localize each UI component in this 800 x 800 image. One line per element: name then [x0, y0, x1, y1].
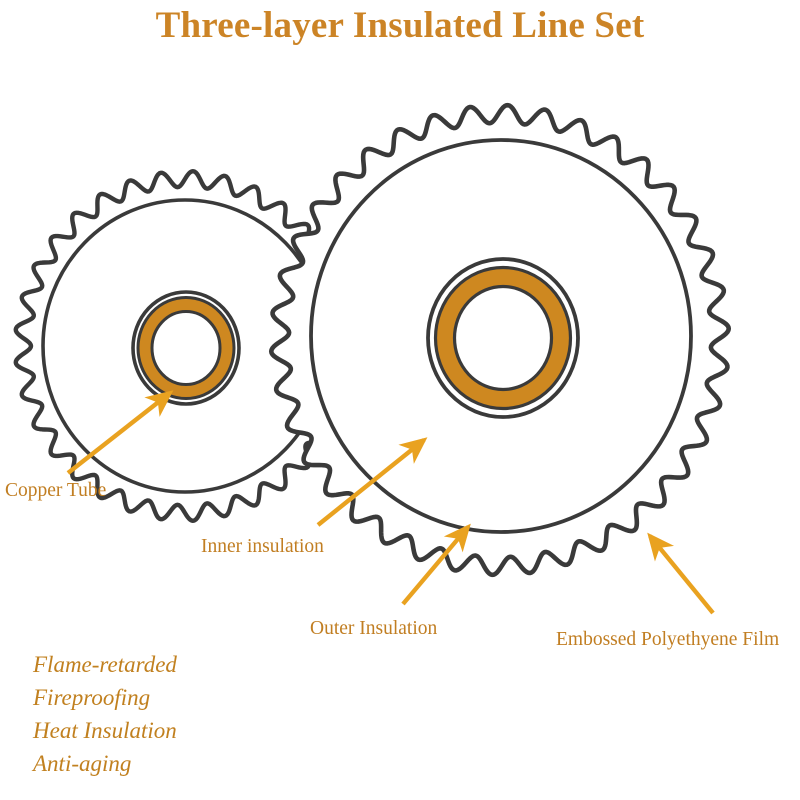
- feature-list: Flame-retarded Fireproofing Heat Insulat…: [33, 648, 333, 780]
- copper-tube-inner-edge-small: [150, 310, 222, 386]
- arrow-embossed-film: [647, 532, 715, 615]
- arrow-outer-insulation: [401, 523, 471, 606]
- callout-label-embossed-film: Embossed Polyethyene Film: [556, 629, 780, 650]
- feature-item: Fireproofing: [33, 685, 151, 710]
- copper-tube-ring-large: [435, 267, 571, 409]
- large-line-cross-section: [268, 102, 732, 578]
- callout-arrows: [66, 390, 715, 615]
- copper-tube-inner-edge-large: [452, 284, 554, 392]
- feature-item: Heat Insulation: [33, 718, 177, 743]
- feature-item: Flame-retarded: [33, 652, 177, 677]
- arrow-copper-tube: [66, 390, 174, 475]
- callout-label-copper-tube: Copper Tube: [5, 480, 107, 501]
- callout-label-inner-insulation: Inner insulation: [201, 536, 324, 557]
- copper-tube-ring-small: [138, 297, 234, 399]
- page-title: Three-layer Insulated Line Set: [155, 5, 645, 46]
- arrow-inner-insulation: [316, 437, 428, 527]
- copper-tube-outer-edge-large: [433, 265, 573, 411]
- copper-tube-outer-edge-small: [136, 296, 236, 400]
- callout-label-outer-insulation: Outer Insulation: [310, 618, 438, 639]
- small-line-cross-section: [13, 169, 358, 523]
- feature-item: Anti-aging: [33, 751, 132, 776]
